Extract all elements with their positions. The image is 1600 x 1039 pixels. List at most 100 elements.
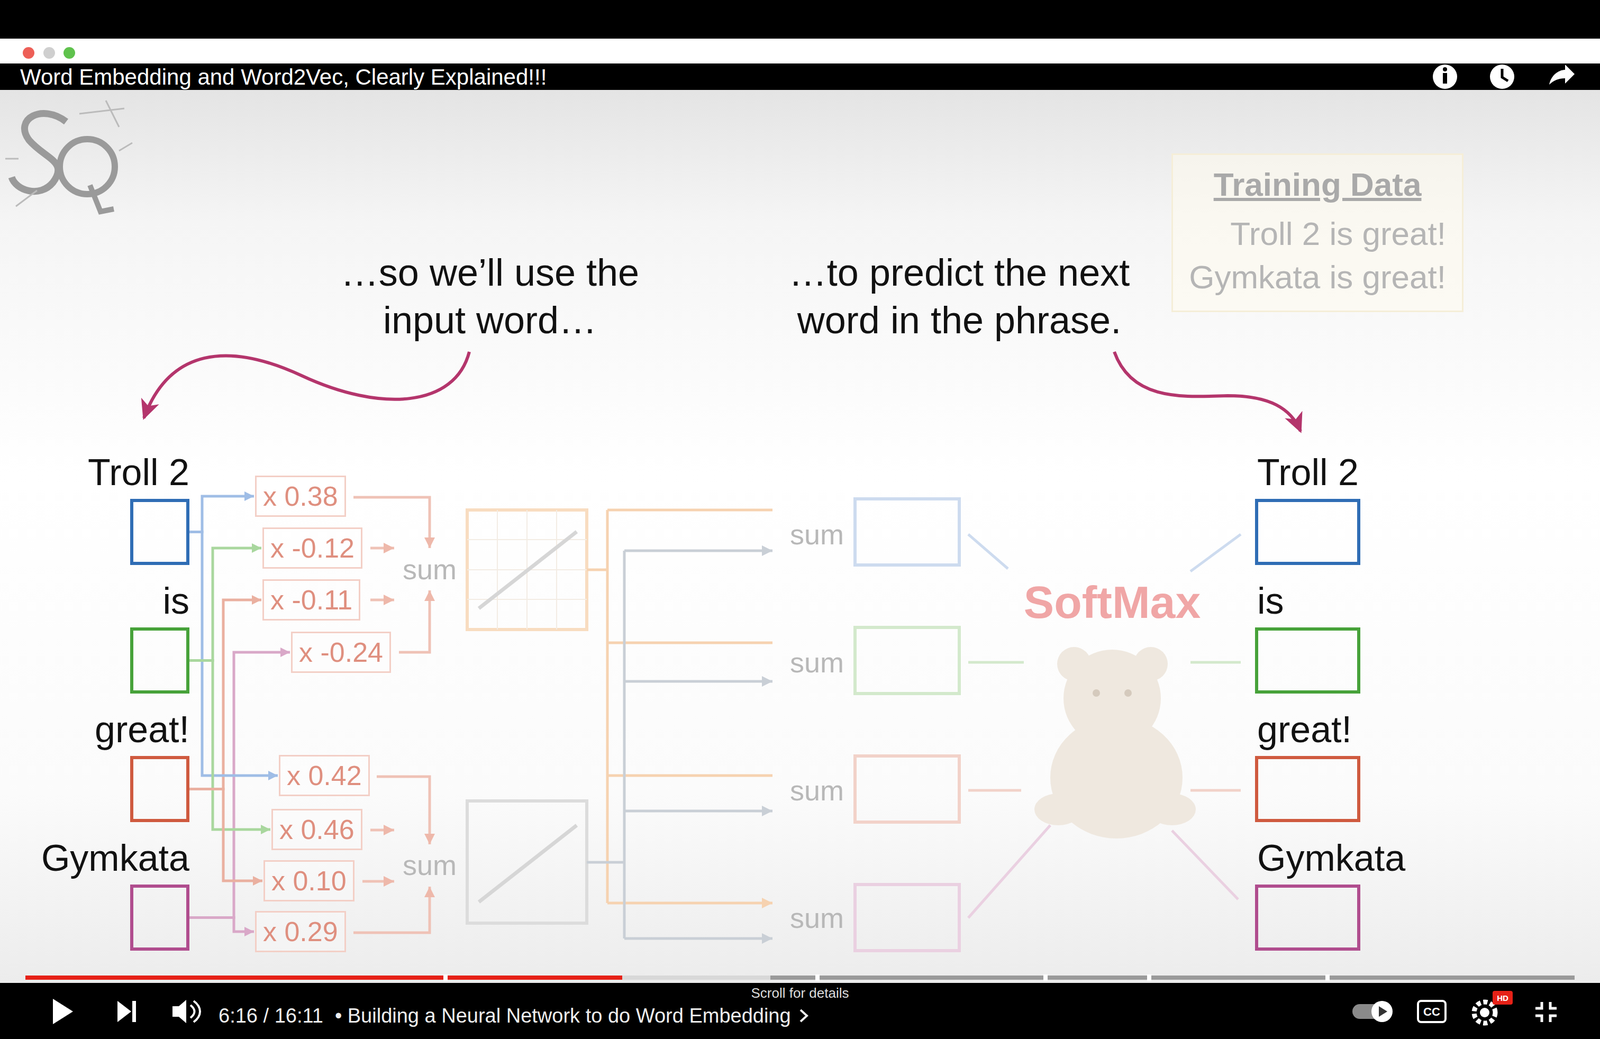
weight-box: x -0.24: [291, 631, 392, 674]
weight-value: x 0.29: [262, 915, 339, 948]
callout-arrow: [143, 351, 470, 418]
word-label: is: [162, 579, 190, 623]
output-word-box: Gymkata: [1255, 884, 1361, 951]
input-word-box: is: [130, 627, 190, 694]
sum-label: sum: [402, 848, 457, 882]
clock-icon: [1489, 64, 1515, 89]
word-label: Troll 2: [87, 451, 190, 494]
softmax-wires: [968, 534, 1241, 918]
autoplay-play: [1378, 1006, 1388, 1017]
chapter-gap: [815, 974, 820, 981]
chevron-stroke: [800, 1010, 807, 1022]
progress-played: [25, 975, 444, 980]
wire: [1190, 661, 1241, 665]
weight-box: x 0.29: [255, 911, 347, 953]
info-icon-dot: [1442, 67, 1448, 72]
weight-value: x 0.42: [286, 759, 362, 792]
teddy-bear: [1034, 647, 1196, 839]
window-dot: [63, 47, 76, 59]
video-title: Word Embedding and Word2Vec, Clearly Exp…: [20, 65, 547, 90]
chapter-gap: [1043, 974, 1048, 981]
weight-value: x -0.11: [270, 584, 353, 616]
chapter-title: • Building a Neural Network to do Word E…: [334, 1004, 792, 1028]
weight-box: x -0.11: [262, 579, 361, 621]
weight-value: x -0.12: [270, 532, 355, 565]
callout-text: …to predict the next word in the phrase.: [763, 248, 1156, 344]
chapter-gap: [443, 974, 448, 981]
wire: [607, 510, 773, 904]
weight-connector: [189, 548, 262, 661]
info-icon: [1432, 64, 1458, 89]
wire: [624, 937, 773, 941]
logo-tail: [89, 185, 114, 212]
panel-heading: Training Data: [1188, 164, 1447, 205]
sum-label: sum: [789, 901, 844, 935]
window-dot: [43, 47, 56, 59]
scroll-hint: Scroll for details: [751, 985, 850, 1002]
wire: [370, 829, 395, 832]
output-word-box: great!: [1255, 756, 1361, 823]
wire: [362, 880, 395, 884]
volume-icon: [172, 1000, 187, 1024]
volume-waves: [190, 1001, 200, 1023]
weight-connector: [189, 917, 254, 933]
training-sentence: Gymkata is great!: [1188, 255, 1447, 299]
wire: [968, 789, 1022, 793]
wire: [398, 590, 430, 653]
wire: [624, 680, 773, 684]
wire: [376, 776, 430, 845]
chapter-gap: [1325, 974, 1330, 981]
channel-logo: [5, 100, 133, 212]
activation-grid: [467, 510, 587, 630]
weight-box: x 0.38: [255, 475, 347, 517]
progress-buffer: [447, 975, 771, 980]
autoplay-knob: [1371, 1001, 1393, 1023]
cc-text: CC: [1423, 1005, 1441, 1019]
bear-eye: [1124, 689, 1132, 697]
wire: [624, 810, 773, 813]
identity-line: [478, 825, 577, 903]
hd-badge: [1492, 991, 1513, 1005]
bear-eye: [1092, 689, 1100, 697]
activation-box: [467, 801, 587, 924]
sum-box: [855, 627, 960, 694]
chapter-gap: [1147, 974, 1152, 981]
share-icon: [1549, 64, 1575, 85]
weight-value: x -0.24: [298, 636, 384, 669]
fullscreen-icon: [1535, 1002, 1557, 1023]
next-icon-bar: [132, 1001, 136, 1023]
wire: [968, 534, 1008, 569]
weight-connector: [189, 660, 271, 831]
bear-foot: [1148, 793, 1196, 826]
identity-line: [478, 531, 577, 609]
training-data-panel: Training DataTroll 2 is great!Gymkata is…: [1171, 153, 1464, 313]
weight-value: x 0.10: [271, 865, 347, 897]
cc-icon: [1417, 1001, 1446, 1023]
word-label: great!: [94, 708, 190, 751]
weight-box: x 0.10: [263, 860, 355, 902]
wire: [1190, 534, 1241, 572]
sum-label: sum: [402, 552, 457, 586]
play-icon: [52, 998, 74, 1025]
input-word-box: great!: [130, 756, 190, 823]
weight-box: x -0.12: [262, 527, 363, 569]
weight-box: x 0.46: [271, 808, 363, 851]
window-dot: [22, 47, 35, 59]
wire: [353, 497, 430, 549]
output-word-box: is: [1255, 627, 1361, 694]
callout-text: …so we’ll use the input word…: [317, 248, 662, 344]
logo-sparks: [5, 100, 133, 207]
wire: [968, 825, 1051, 918]
word-label: Gymkata: [41, 837, 190, 880]
sum-box: [855, 884, 960, 951]
word-label: is: [1257, 579, 1285, 623]
word-label: Gymkata: [1257, 837, 1406, 880]
activation-box: [467, 510, 587, 630]
wire: [968, 661, 1024, 665]
progress-played: [447, 975, 623, 980]
weight-value: x 0.38: [262, 480, 339, 513]
training-sentence: Troll 2 is great!: [1188, 212, 1447, 256]
softmax-label: SoftMax: [1023, 576, 1201, 629]
wire: [1171, 830, 1239, 900]
